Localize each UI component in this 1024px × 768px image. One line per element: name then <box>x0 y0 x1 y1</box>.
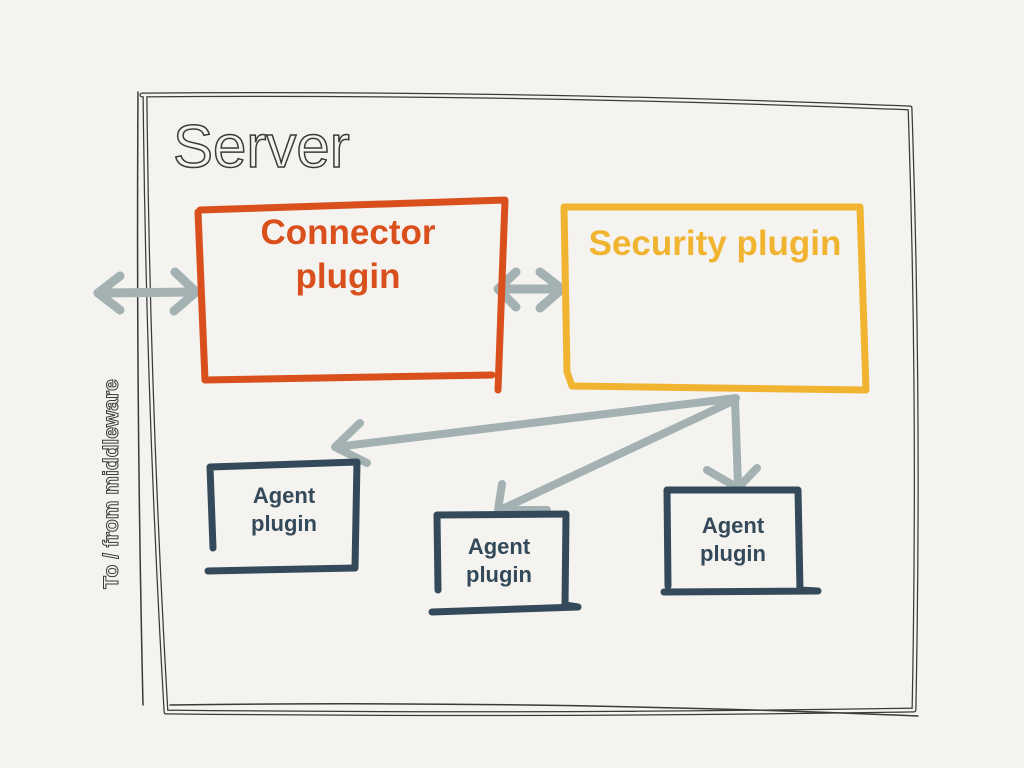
security-agent3-arrow <box>731 396 742 489</box>
agent3-label-line1: Agent <box>701 513 765 538</box>
agent-plugin-box-3 <box>660 486 822 596</box>
agent2-label-line2: plugin <box>466 561 532 587</box>
connector-security-arrow-left-head <box>493 267 521 312</box>
arrows <box>93 267 761 514</box>
security-agent2-arrow-head <box>494 480 551 514</box>
server-container <box>136 91 919 717</box>
agent-plugin-box-2 <box>428 510 582 616</box>
agent-plugin-label-2: Agent plugin <box>440 533 558 588</box>
agent1-label-line2: plugin <box>251 510 317 536</box>
middleware-label: To / from middleware <box>100 379 124 590</box>
connector-plugin-box <box>194 196 509 394</box>
security-agent3-arrow-head <box>703 464 761 492</box>
security-agent1-arrow <box>332 394 740 451</box>
server-title: Server <box>172 112 350 181</box>
connector-label-line1: Connector <box>260 213 436 252</box>
security-agent2-arrow <box>496 396 739 514</box>
middleware-arrow-right-head <box>169 267 201 316</box>
agent1-label-line1: Agent <box>252 483 316 508</box>
security-plugin-box <box>560 203 870 394</box>
agent-plugin-box-1 <box>204 458 361 575</box>
middleware-arrow-left-head <box>93 271 125 315</box>
security-agent1-arrow-head <box>331 419 371 467</box>
agent3-label-line2: plugin <box>700 540 766 566</box>
security-plugin-label: Security plugin <box>588 224 842 263</box>
connector-label-line2: plugin <box>295 256 401 296</box>
agent-plugin-label-1: Agent plugin <box>225 482 343 537</box>
connector-plugin-label: Connector plugin <box>240 211 456 299</box>
middleware-arrow <box>93 287 200 298</box>
agent2-label-line1: Agent <box>467 534 531 559</box>
agent-plugin-label-3: Agent plugin <box>674 512 792 567</box>
